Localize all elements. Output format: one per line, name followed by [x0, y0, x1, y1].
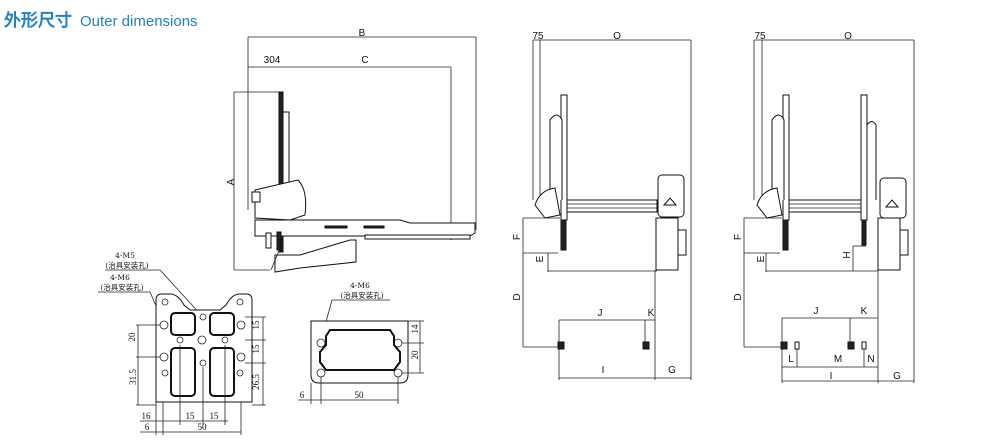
dim-O: O: [613, 31, 621, 42]
dim-6: 6: [300, 390, 305, 400]
dim-H: H: [842, 251, 853, 258]
dim-J: J: [814, 306, 819, 317]
dim-A: A: [226, 178, 237, 185]
dim-14: 14: [410, 324, 420, 334]
dim-G: G: [668, 365, 676, 376]
side-view: B 304 C A: [226, 28, 477, 273]
dim-I: I: [602, 365, 605, 376]
title-cn: 外形尺寸: [4, 11, 72, 31]
dim-26-5: 26.5: [251, 374, 261, 390]
dim-J: J: [598, 308, 603, 319]
dim-E: E: [756, 255, 767, 262]
note-4-m6-desc: (治具安装孔): [100, 282, 143, 292]
fixture-plate-a: 4-M5 (治具安装孔) 4-M6 (治具安装孔) 20 31.5 15 15 …: [98, 251, 266, 435]
dim-B: B: [359, 28, 366, 39]
note-4-m5-desc: (治具安装孔): [105, 260, 148, 270]
dim-C: C: [361, 55, 368, 66]
dim-I: I: [830, 371, 833, 382]
dim-20: 20: [410, 350, 420, 360]
dim-304: 304: [264, 55, 281, 66]
front-view-double: 75 O F E D H: [733, 31, 915, 383]
dim-D: D: [512, 293, 523, 300]
section-header: 外形尺寸 Outer dimensions: [4, 6, 198, 31]
dim-L: L: [788, 354, 794, 365]
dim-E: E: [535, 255, 546, 262]
dim-F: F: [733, 234, 744, 240]
dim-15-r2: 15: [251, 344, 261, 354]
note-4-m6-desc: (治具安装孔): [340, 290, 383, 300]
dim-15-b2: 15: [210, 411, 220, 421]
dim-15-b1: 15: [186, 411, 196, 421]
dim-50: 50: [355, 390, 365, 400]
dim-50: 50: [198, 422, 208, 432]
fixture-plate-b: 4-M6 (治具安装孔) 14 20 6 50: [298, 281, 424, 404]
dim-N: N: [867, 354, 874, 365]
dim-31-5: 31.5: [128, 369, 138, 385]
note-4-m5: 4-M5: [115, 251, 135, 260]
dim-O: O: [844, 31, 852, 42]
dim-75: 75: [532, 31, 544, 42]
dim-D: D: [733, 293, 744, 300]
dim-15-r1: 15: [251, 320, 261, 330]
dim-M: M: [834, 354, 842, 365]
title-en: Outer dimensions: [80, 13, 198, 30]
dim-16: 16: [142, 411, 152, 421]
dim-F: F: [512, 234, 523, 240]
dim-G: G: [893, 371, 901, 382]
dim-20: 20: [127, 332, 137, 342]
dim-75: 75: [754, 31, 766, 42]
dim-K: K: [648, 308, 655, 319]
note-4-m6: 4-M6: [350, 281, 370, 290]
dim-K: K: [861, 306, 868, 317]
front-view-single: 75 O F E D J K I G: [512, 31, 692, 380]
dim-6: 6: [145, 422, 150, 432]
note-4-m6: 4-M6: [110, 273, 130, 282]
